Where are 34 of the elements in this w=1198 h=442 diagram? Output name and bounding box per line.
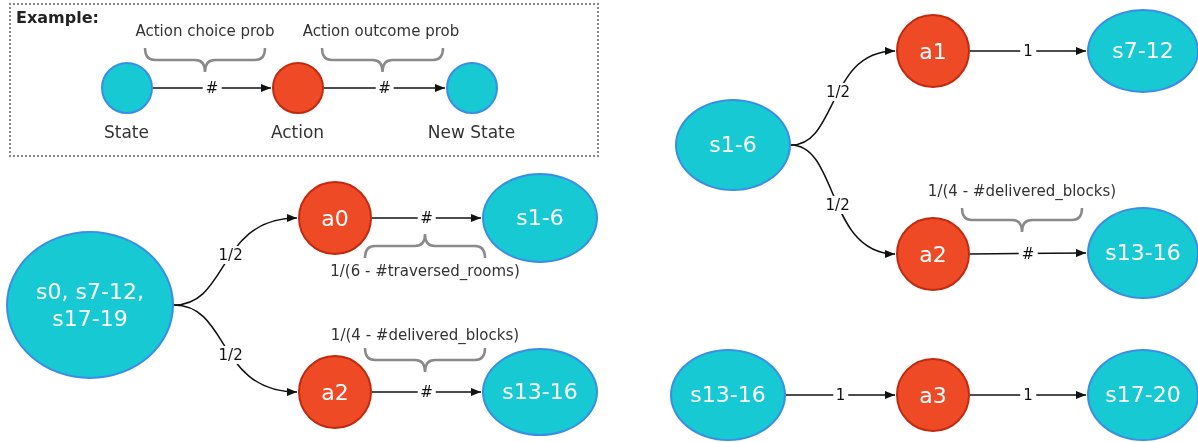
node-label: s1-6 [515, 204, 565, 232]
node-label: s13-16 [501, 378, 579, 406]
node-label: s13-16 [1104, 239, 1182, 267]
arrow [173, 304, 298, 396]
arrow [969, 249, 1087, 258]
arrow [785, 391, 896, 399]
annotation-text: Action outcome prob [302, 22, 460, 40]
annotation-text: 1/(4 - #delivered_blocks) [927, 182, 1117, 200]
arrow [371, 388, 482, 396]
node-label: s1-6 [708, 131, 758, 159]
node-label: s17-20 [1104, 381, 1182, 409]
node-caption: State [104, 121, 149, 142]
annotation-text: 1/(4 - #delivered_blocks) [330, 326, 520, 344]
annotation-text: 1/(6 - #traversed_rooms) [330, 262, 520, 280]
node-label: a2 [918, 241, 948, 267]
panel-heading: Example: [16, 8, 99, 27]
node-label: a0 [320, 205, 350, 231]
example-panel [9, 3, 599, 157]
node-label: s7-12 [1111, 37, 1175, 65]
node-label: a3 [918, 382, 948, 408]
node-caption: New State [427, 121, 516, 142]
node-caption: Action [270, 121, 325, 142]
arrow [790, 144, 896, 257]
arrow [152, 84, 272, 92]
state-ellipse [100, 61, 153, 114]
node-label: s13-16 [689, 381, 767, 409]
annotation-text: Action choice prob [135, 22, 275, 40]
arrow [371, 214, 482, 222]
node-label: a1 [918, 38, 948, 64]
node-label: s0, s7-12, s17-19 [35, 277, 145, 333]
arrow [969, 47, 1087, 55]
arrow [969, 391, 1087, 399]
node-label: a2 [320, 379, 350, 405]
arrow [323, 84, 446, 92]
